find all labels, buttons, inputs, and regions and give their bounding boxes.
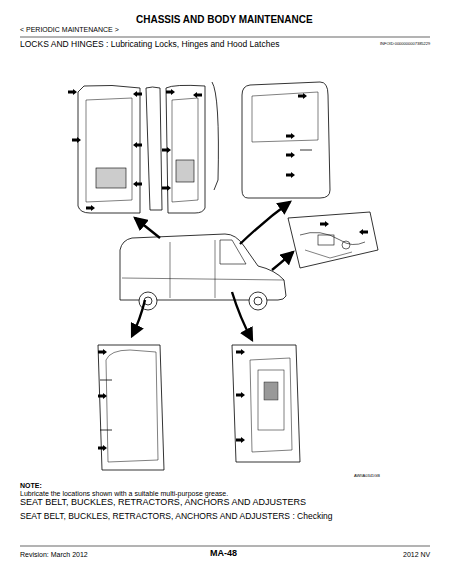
grease-point-arrow: [133, 91, 142, 97]
grease-point-arrow: [286, 152, 295, 158]
page-title: CHASSIS AND BODY MAINTENANCE: [136, 14, 313, 25]
section-heading: LOCKS AND HINGES : Lubricating Locks, Hi…: [20, 40, 279, 49]
grease-point-arrow: [98, 349, 107, 355]
grease-point-arrow: [133, 142, 142, 148]
section-heading: SEAT BELT, BUCKLES, RETRACTORS, ANCHORS …: [20, 498, 306, 508]
info-id: INFOID:0000000007385229: [380, 42, 430, 46]
page-number: MA-48: [210, 549, 237, 559]
grease-point-arrow: [193, 92, 202, 98]
grease-point-arrow: [98, 445, 107, 451]
grease-point-arrow: [166, 89, 175, 95]
note-text: Lubricate the locations shown with a sui…: [20, 490, 228, 498]
note-heading: NOTE:: [20, 482, 42, 490]
grease-point-arrow: [98, 393, 107, 399]
grease-point-arrow: [236, 392, 245, 398]
grease-point-arrow: [162, 147, 171, 153]
grease-point-arrow: [133, 181, 142, 187]
grease-point-arrow: [320, 221, 329, 227]
grease-point-arrow: [86, 205, 95, 211]
footer-revision: Revision: March 2012: [20, 551, 88, 559]
grease-point-arrow: [68, 89, 77, 95]
grease-point-arrow: [286, 133, 295, 139]
grease-point-arrow: [236, 437, 245, 443]
grease-point-arrow: [359, 229, 368, 235]
figure-id: AWIIA0341GB: [354, 474, 380, 478]
footer-model: 2012 NV: [403, 551, 430, 559]
section-heading: SEAT BELT, BUCKLES, RETRACTORS, ANCHORS …: [20, 512, 333, 521]
section-tag: < PERIODIC MAINTENANCE >: [20, 26, 119, 34]
grease-point-arrow: [298, 93, 307, 99]
grease-point-arrow: [286, 172, 295, 178]
footer-rule: [20, 546, 430, 547]
grease-point-arrow: [236, 349, 245, 355]
grease-point-arrow: [162, 185, 171, 191]
grease-point-arrow: [72, 137, 81, 143]
